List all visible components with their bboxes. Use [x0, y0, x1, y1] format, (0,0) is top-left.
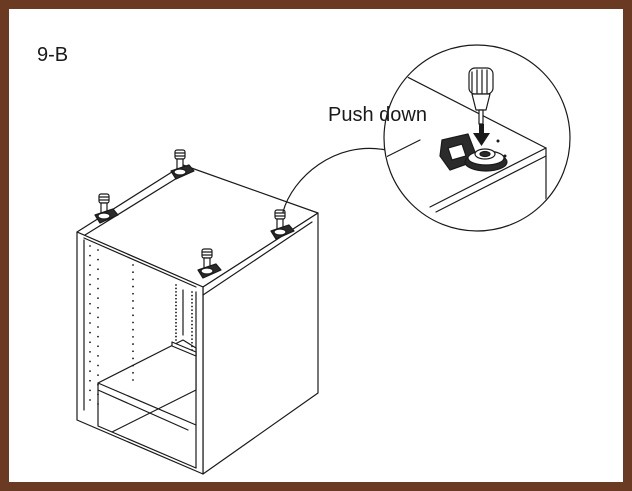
shelf-pin-hole [89, 389, 91, 392]
shelf-pin-hole [191, 345, 193, 348]
shelf-pin-hole [132, 292, 134, 295]
shelf-pin-hole [132, 264, 134, 266]
shelf-pin-hole [97, 277, 99, 280]
shelf-pin-hole [175, 287, 177, 290]
shelf-pin-hole [89, 312, 91, 315]
shelf-pin-hole [175, 328, 177, 331]
adjustable-leg-icon [197, 248, 222, 279]
shelf-pin-hole [132, 335, 134, 338]
shelf-pin-hole [191, 305, 193, 308]
shelf-pin-hole [191, 338, 193, 341]
shelf-pin-hole [89, 360, 91, 363]
shelf-pin-hole [191, 330, 193, 333]
shelf-pin-hole [191, 291, 193, 293]
shelf-pin-hole [132, 371, 134, 374]
adjustable-leg-icon [439, 133, 508, 172]
shelf-pin-hole [97, 249, 99, 251]
shelf-pin-hole [132, 364, 134, 367]
arrow-down-icon [473, 124, 490, 146]
shelf-pin-hole [191, 323, 193, 326]
shelf-pin-hole [97, 345, 99, 348]
shelf-pin-hole [191, 327, 193, 330]
shelf-pin-hole [132, 285, 134, 288]
shelf-pin-hole [97, 326, 99, 328]
shelf-pin-hole [89, 302, 91, 305]
shelf-pin-hole [175, 290, 177, 293]
shelf-pin-hole [89, 370, 91, 373]
shelf-pin-hole [132, 357, 134, 360]
shelf-pin-hole [89, 293, 91, 296]
shelf-pin-hole [97, 335, 99, 338]
shelf-pin-hole [191, 298, 193, 301]
shelf-pin-hole [97, 364, 99, 367]
shelf-pin-hole [191, 301, 193, 304]
shelf-pin-hole [132, 278, 134, 281]
cabinet-box [76, 164, 319, 475]
shelf-pin-hole [97, 268, 99, 271]
shelf-pin-hole [175, 308, 177, 310]
shelf-pin-hole [132, 350, 134, 353]
leader-line [282, 147, 387, 213]
shelf-pin-hole [175, 311, 177, 314]
shelf-pin-hole [191, 341, 193, 344]
shelf-pin-hole [132, 379, 134, 381]
shelf-pin-hole [97, 393, 99, 396]
adjustable-leg-icon [94, 193, 119, 224]
shelf-pin-hole [97, 403, 99, 405]
shelf-pin-hole [89, 341, 91, 344]
shelf-pin-hole [191, 320, 193, 322]
shelf-pin-hole [191, 349, 193, 351]
shelf-pin-hole [97, 297, 99, 300]
adjustable-leg-icon [170, 149, 195, 180]
shelf-pin-hole [97, 258, 99, 261]
shelf-pin-hole [132, 314, 134, 317]
shelf-pin-hole [175, 339, 177, 341]
shelf-pin-hole [191, 334, 193, 337]
shelf-pin-hole [89, 399, 91, 401]
shelf-pin-hole [191, 309, 193, 312]
shelf-pin-hole [132, 328, 134, 331]
shelf-pin-hole [97, 306, 99, 309]
shelf-pin-hole [89, 254, 91, 257]
shelf-pin-hole [132, 300, 134, 302]
shelf-pin-hole [89, 283, 91, 286]
shelf-pin-hole [175, 332, 177, 335]
shelf-pin-hole [89, 273, 91, 276]
shelf-pin-hole [191, 312, 193, 315]
shelf-pin-hole [89, 264, 91, 267]
shelf-pin-hole [175, 297, 177, 300]
shelf-pin-hole [175, 321, 177, 324]
shelf-pin-hole [97, 374, 99, 377]
shelf-pin-hole [175, 284, 177, 286]
step-number: 9-B [37, 44, 69, 66]
illustration-content: 9-B Push down [9, 9, 623, 482]
screwdriver-icon [468, 67, 494, 125]
shelf-pin-hole [97, 354, 99, 357]
shelf-pin-hole [175, 335, 177, 338]
shelf-pin-hole [89, 331, 91, 334]
shelf-pin-hole [191, 294, 193, 297]
shelf-pin-hole [89, 350, 91, 353]
shelf-pin-hole [89, 322, 91, 324]
shelf-pin-hole [191, 316, 193, 319]
shelf-pin-hole [132, 321, 134, 324]
shelf-pin-hole [132, 343, 134, 345]
shelf-pin-hole [97, 383, 99, 386]
shelf-pin-hole [175, 294, 177, 297]
shelf-pin-hole [132, 307, 134, 310]
shelf-pin-hole [175, 304, 177, 307]
shelf-pin-holes [89, 245, 193, 405]
detail-magnifier [383, 44, 571, 232]
shelf-pin-hole [175, 318, 177, 321]
shelf-pin-hole [97, 287, 99, 290]
push-down-instruction: Push down [328, 104, 427, 126]
shelf-pin-hole [89, 379, 91, 382]
shelf-pin-hole [175, 315, 177, 317]
shelf-pin-hole [97, 316, 99, 319]
shelf-pin-hole [175, 325, 177, 328]
shelf-pin-hole [175, 301, 177, 304]
shelf-pin-hole [132, 271, 134, 274]
shelf-pin-hole [89, 245, 91, 247]
